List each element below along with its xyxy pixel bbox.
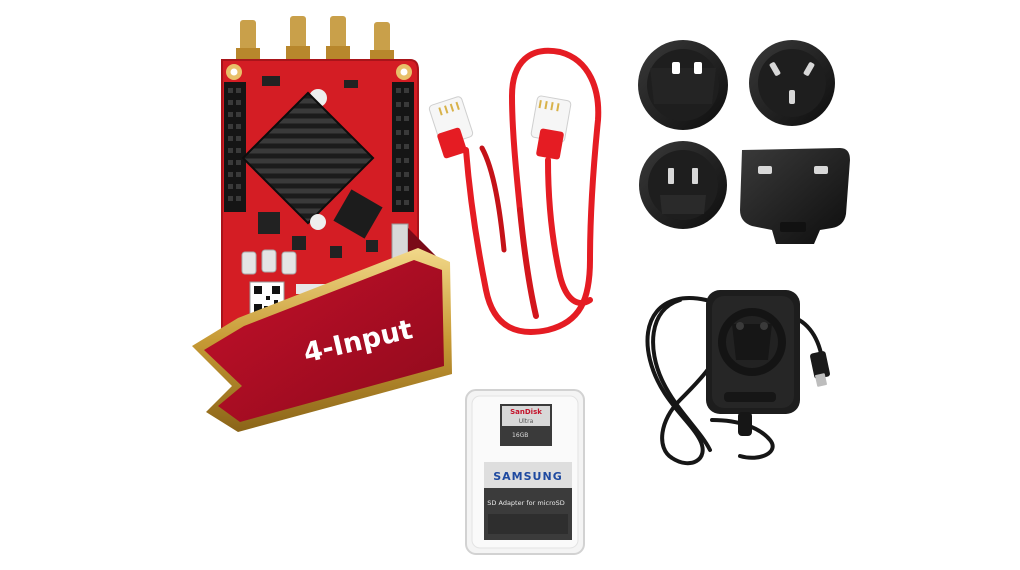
microsd-capacity: 16GB — [512, 432, 528, 439]
adapter-caption: SD Adapter for microSD — [487, 499, 564, 507]
sd-adapter: SAMSUNG SD Adapter for microSD — [484, 462, 572, 540]
microsd-line: Ultra — [519, 418, 534, 425]
rj45-connector-right — [530, 95, 572, 160]
sma-connectors — [236, 16, 394, 64]
plug-adapter-us — [639, 141, 727, 229]
plug-adapter-au — [749, 40, 835, 126]
board — [221, 16, 419, 331]
rj45-connector-left — [428, 96, 474, 159]
plug-adapter-uk — [740, 148, 850, 244]
promo-ribbon: 4-Input — [192, 228, 452, 432]
ethernet-cable — [463, 47, 602, 335]
plug-adapter-eu — [638, 40, 728, 130]
adapter-brand: SAMSUNG — [493, 470, 562, 483]
power-supply — [645, 290, 830, 466]
heatsink — [241, 91, 375, 225]
microsd-brand: SanDisk — [510, 408, 542, 416]
micro-sd-card: SanDisk Ultra 16GB — [500, 404, 552, 446]
